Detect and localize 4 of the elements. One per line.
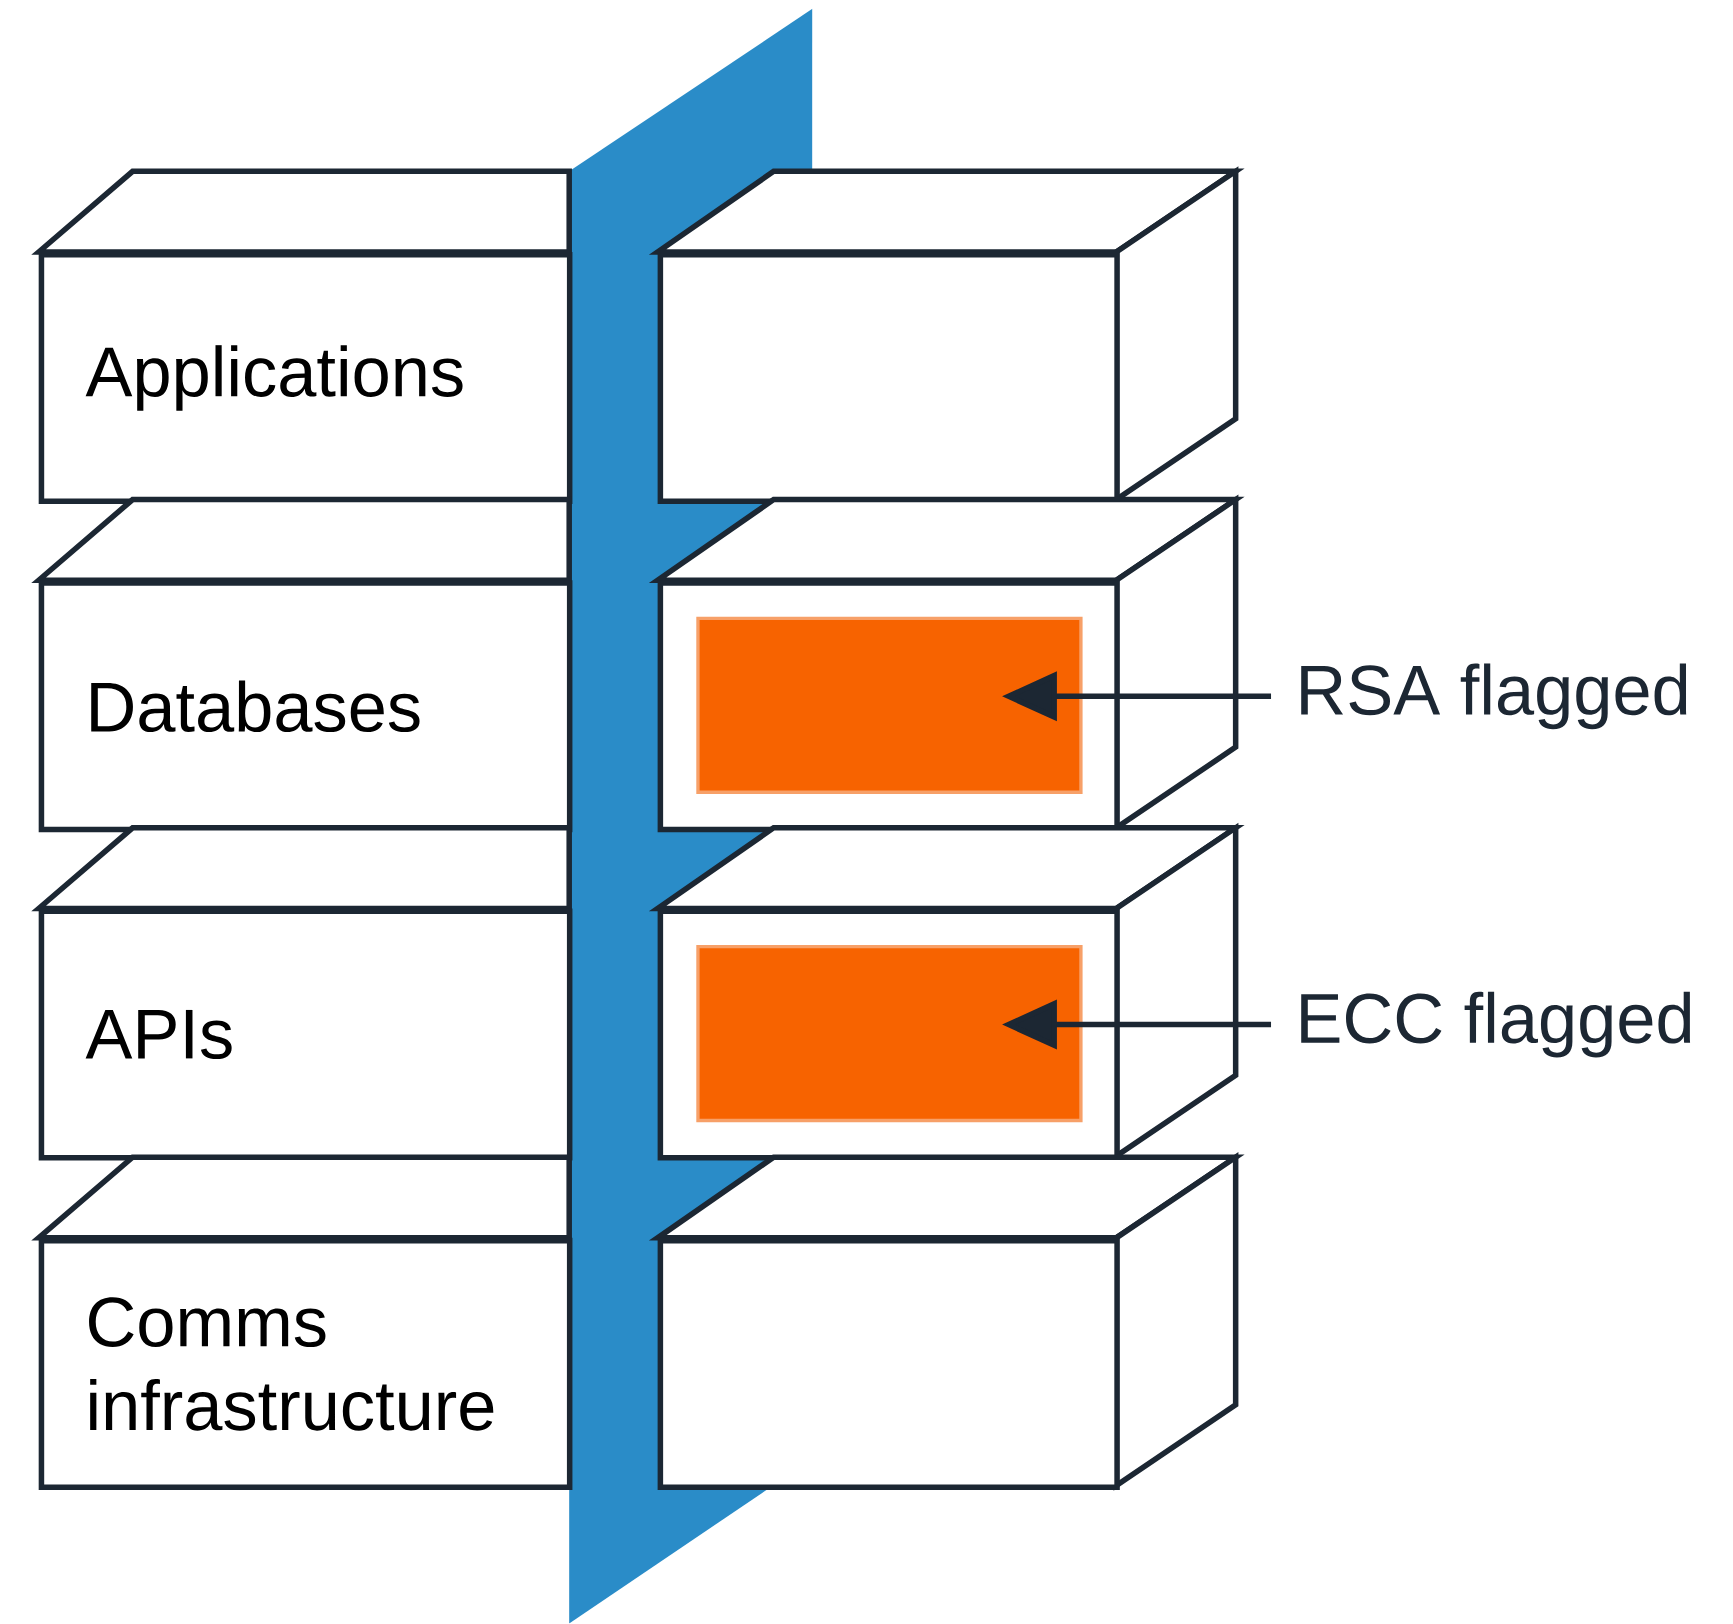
callout-text: RSA flagged: [1301, 663, 1687, 730]
flagged-box: [696, 616, 1083, 795]
flagged-box: [696, 945, 1083, 1123]
callout-text: ECC flagged: [1301, 991, 1691, 1058]
